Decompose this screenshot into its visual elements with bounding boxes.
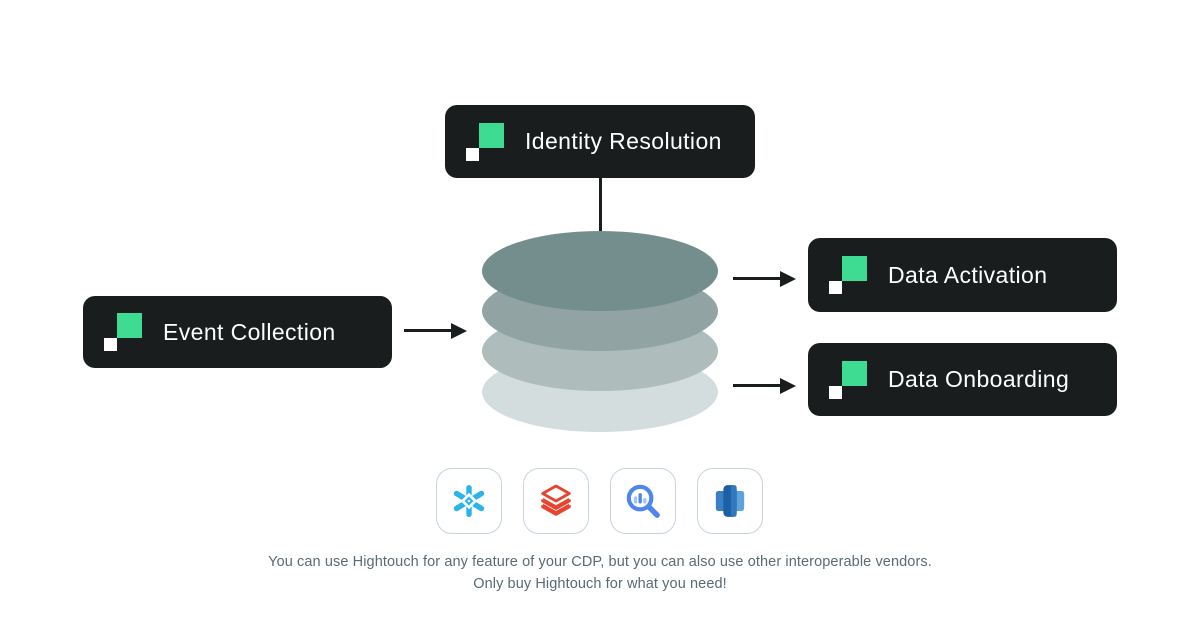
node-event-collection: Event Collection — [83, 296, 392, 368]
warehouse-cylinder-layer-1 — [482, 231, 718, 311]
node-label: Data Activation — [888, 261, 1048, 288]
node-label: Data Onboarding — [888, 366, 1070, 392]
databricks-icon — [541, 484, 571, 516]
hightouch-logo-icon — [104, 313, 142, 351]
hightouch-logo-icon — [829, 256, 867, 294]
arrow-warehouse-to-activation — [733, 270, 796, 287]
node-identity-resolution: Identity Resolution — [445, 105, 755, 178]
logo-white-square — [829, 385, 842, 399]
vendor-tile-snowflake — [436, 468, 502, 534]
vendor-tile-databricks — [523, 468, 589, 534]
hightouch-logo-icon — [829, 360, 867, 399]
logo-green-square — [479, 122, 504, 148]
vendor-tile-bigquery — [610, 468, 676, 534]
arrow-warehouse-to-onboarding — [733, 377, 796, 394]
logo-green-square — [842, 256, 867, 281]
logo-white-square — [829, 281, 842, 294]
node-label: Identity Resolution — [525, 128, 722, 154]
footer-line-2: Only buy Hightouch for what you need! — [473, 576, 727, 592]
hightouch-logo-icon — [466, 122, 504, 161]
node-label: Event Collection — [163, 318, 336, 345]
footer-line-1: You can use Hightouch for any feature of… — [268, 554, 932, 570]
logo-green-square — [117, 313, 142, 338]
vendor-logo-row — [436, 468, 763, 534]
bigquery-icon — [626, 484, 660, 518]
logo-white-square — [104, 338, 117, 351]
node-data-activation: Data Activation — [808, 238, 1117, 312]
snowflake-icon — [453, 484, 485, 518]
node-data-onboarding: Data Onboarding — [808, 343, 1117, 416]
arrow-event-to-warehouse — [404, 322, 467, 339]
footer-caption: You can use Hightouch for any feature of… — [0, 551, 1200, 595]
logo-white-square — [466, 147, 479, 161]
vendor-tile-redshift — [697, 468, 763, 534]
redshift-icon — [715, 485, 745, 517]
connector-identity-to-warehouse — [599, 177, 602, 237]
logo-green-square — [842, 360, 867, 386]
